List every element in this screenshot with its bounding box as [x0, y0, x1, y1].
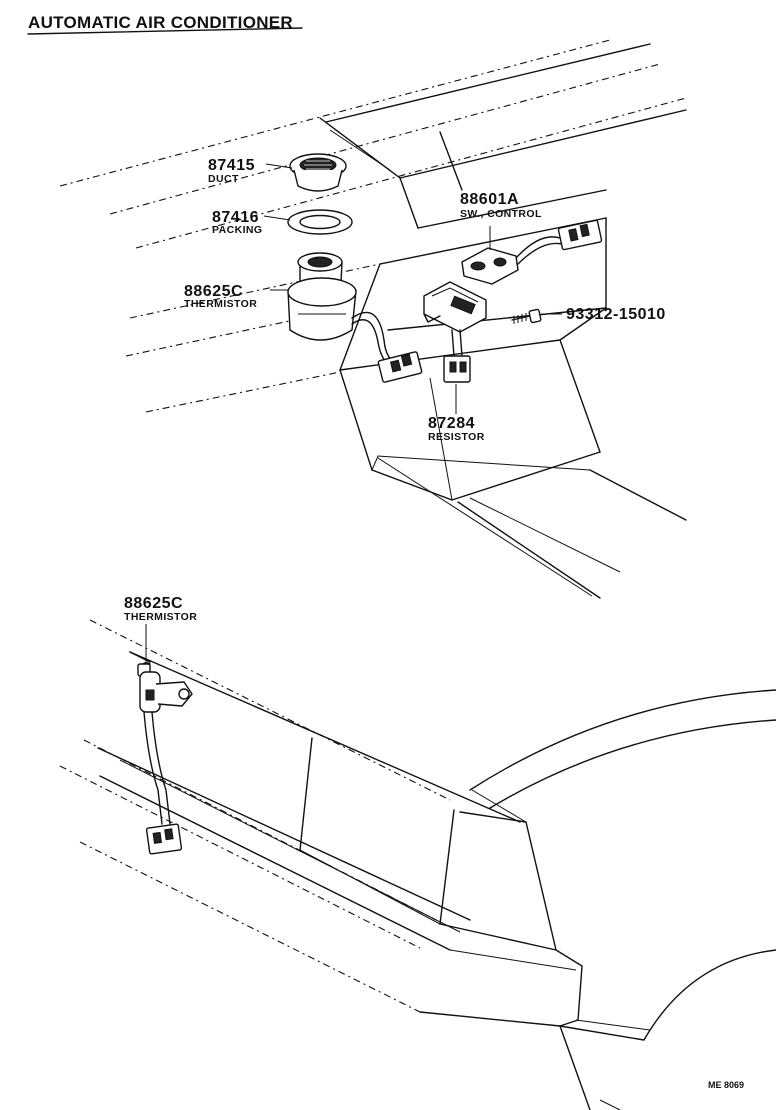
part-number-87416: 87416 [212, 209, 259, 226]
duct-part [289, 153, 347, 192]
screw-part [511, 308, 542, 324]
part-name-thermistor-upper: THERMISTOR [184, 298, 257, 310]
part-number-88625c-lower: 88625C [124, 595, 183, 612]
part-name-thermistor-lower: THERMISTOR [124, 611, 197, 623]
title-underline [27, 27, 303, 35]
part-name-resistor: RESISTOR [428, 431, 485, 443]
control-switch-part [461, 219, 603, 285]
rear-body-outline [59, 619, 776, 1110]
part-number-93312-15010: 93312-15010 [566, 306, 666, 323]
diagram-title: AUTOMATIC AIR CONDITIONER [28, 13, 293, 32]
thermistor-upper-part [287, 252, 423, 383]
thermistor-lower-part [137, 661, 193, 855]
part-number-88625c-upper: 88625C [184, 283, 243, 300]
drawing-code: ME 8069 [708, 1080, 744, 1090]
leader-duct [265, 163, 293, 169]
packing-part [287, 209, 353, 235]
part-number-87284: 87284 [428, 415, 475, 432]
leader-packing [263, 215, 291, 221]
resistor-part [423, 281, 487, 383]
part-name-sw-control: SW., CONTROL [460, 208, 542, 220]
part-number-87415: 87415 [208, 157, 255, 174]
part-number-88601a: 88601A [460, 191, 519, 208]
part-name-duct: DUCT [208, 173, 239, 185]
part-name-packing: PACKING [212, 224, 262, 236]
